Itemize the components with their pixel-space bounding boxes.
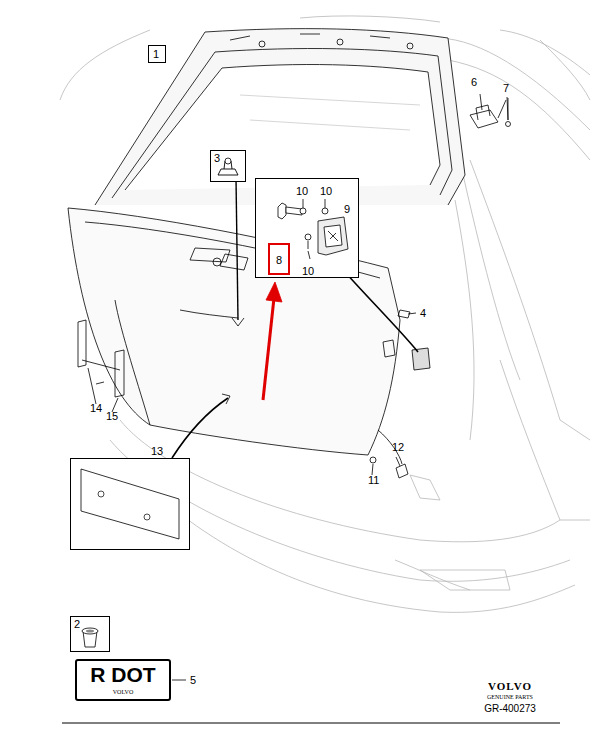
callout-number: 8 bbox=[276, 254, 282, 266]
callout-box: 3 bbox=[210, 150, 246, 182]
plate-drawing bbox=[71, 459, 189, 549]
callout-number: 4 bbox=[420, 307, 426, 319]
callout-number: 5 bbox=[190, 674, 196, 686]
callout-box: 13 bbox=[70, 458, 190, 550]
drawing-number: GR-400273 bbox=[484, 703, 536, 715]
callout-number: 15 bbox=[106, 410, 118, 422]
callout-number: 2 bbox=[74, 618, 80, 630]
callout-box: 1 bbox=[148, 45, 166, 63]
callout-number: 13 bbox=[151, 445, 163, 457]
callout-number: 10 bbox=[296, 185, 308, 197]
callout-box: 10 10 9 10 8 bbox=[255, 178, 359, 278]
callout-number: 14 bbox=[90, 402, 102, 414]
brand-mark: GENUINE PARTS bbox=[487, 694, 533, 701]
callout-number: VOLVO bbox=[113, 689, 133, 696]
callout-number: 9 bbox=[344, 203, 350, 215]
highlight-box: 8 bbox=[268, 243, 290, 275]
callout-number: 7 bbox=[503, 82, 509, 94]
callout-number: 12 bbox=[392, 441, 404, 453]
callout-number: 1 bbox=[153, 48, 159, 60]
callout-number: 10 bbox=[302, 265, 314, 277]
callout-number: R DOT bbox=[90, 664, 155, 686]
callout-number: 3 bbox=[214, 152, 220, 164]
callout-box: 2 bbox=[70, 616, 110, 652]
callout-number: 6 bbox=[471, 76, 477, 88]
callout-number: 10 bbox=[320, 185, 332, 197]
badge-plate: R DOT VOLVO bbox=[75, 659, 171, 701]
callout-number: 11 bbox=[368, 474, 379, 486]
brand-mark: VOLVO bbox=[488, 680, 532, 692]
